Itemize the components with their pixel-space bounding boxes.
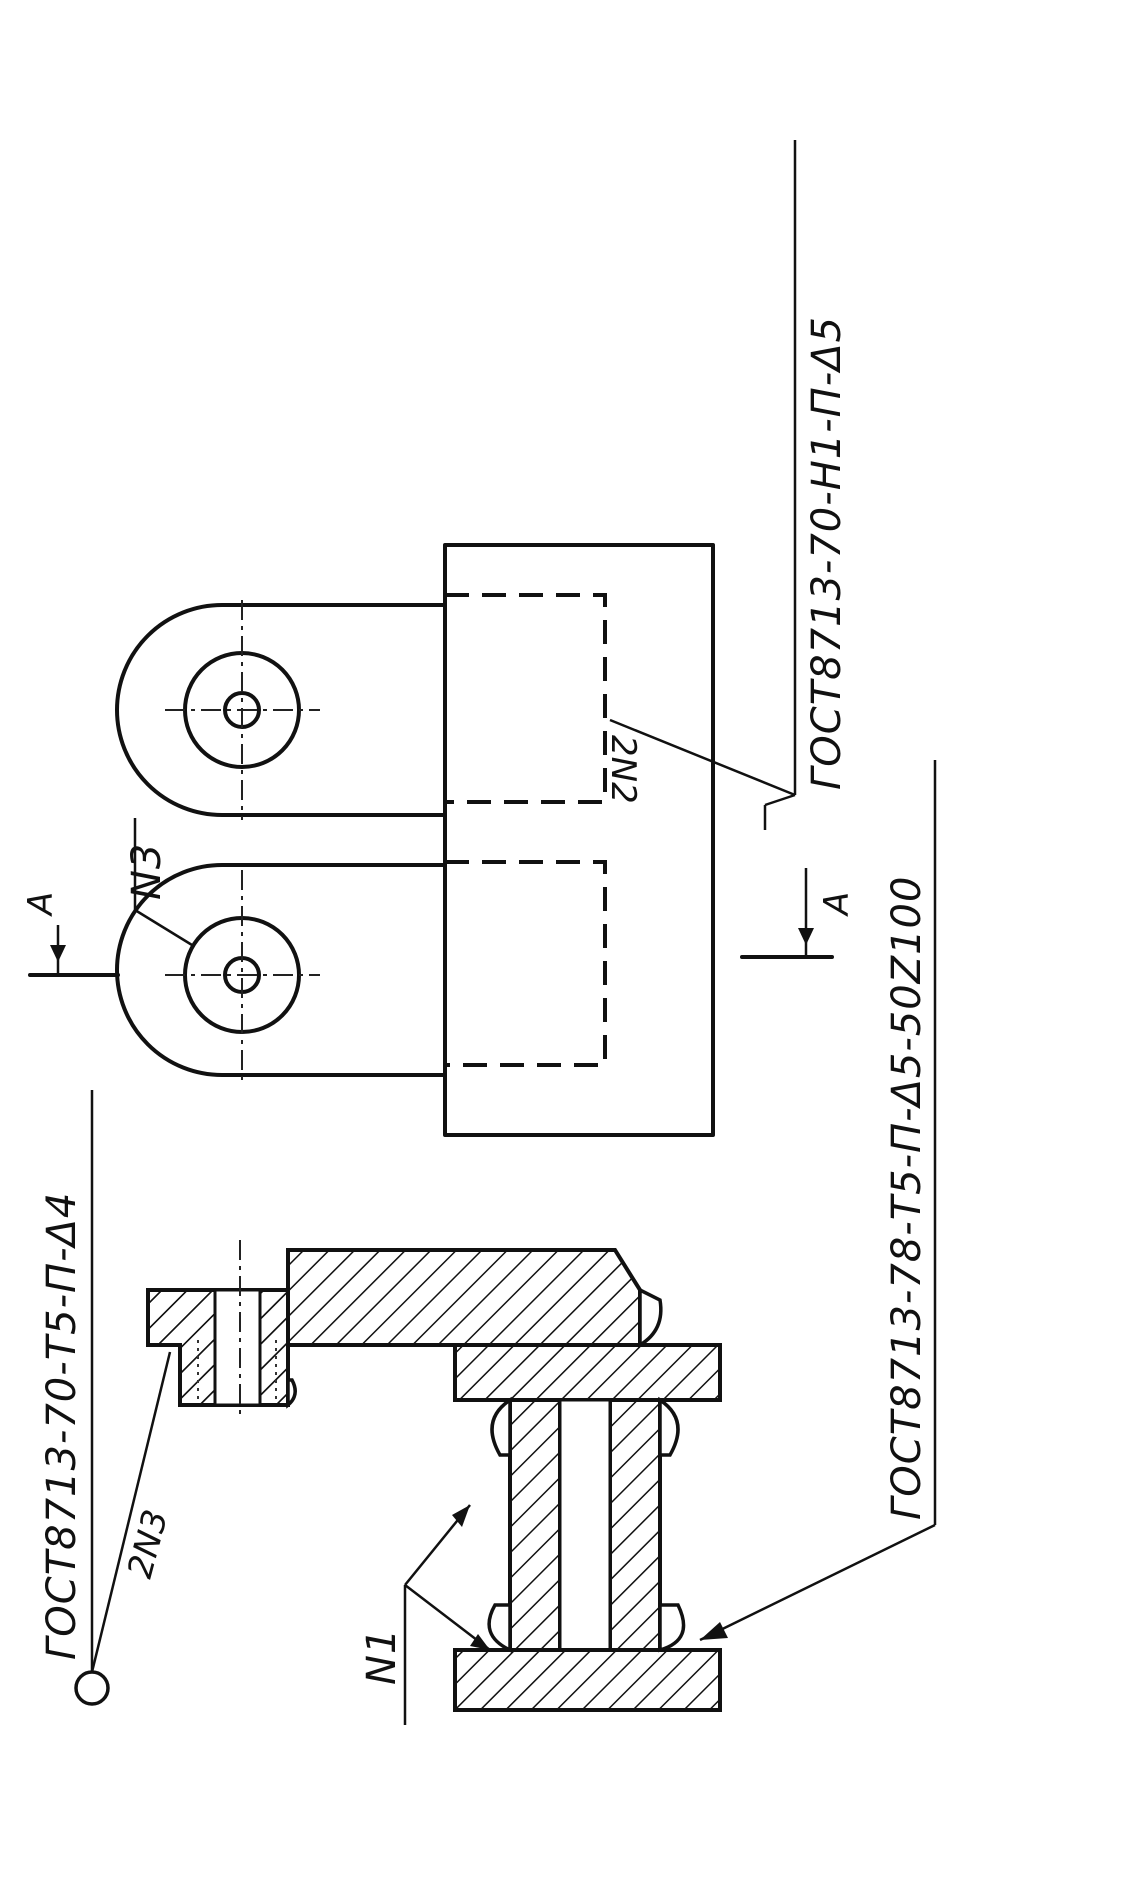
weld-bead-ear <box>286 1378 297 1409</box>
weld-n3-label: N3 <box>124 843 170 900</box>
weld-all-around-circle <box>74 1670 110 1706</box>
section-mark-top: А <box>21 892 120 977</box>
tube-left-wall <box>508 1398 562 1652</box>
right-weld-callout: 2N2 ГОСТ8713-70-Н1-П-Δ5 <box>603 140 850 830</box>
n3-callout: N3 <box>124 818 193 947</box>
left-weld-callout: ГОСТ8713-70-Т5-П-Δ4 2N3 <box>39 1090 176 1706</box>
n1-weld-callout: N1 <box>359 1504 491 1725</box>
weld-right-joint: 2N2 <box>603 735 643 804</box>
weld-bead-upper-left <box>490 1396 512 1457</box>
upper-flange <box>453 1343 722 1402</box>
base-plate-outline <box>443 543 715 1137</box>
weld-bead-upper-right <box>658 1396 680 1457</box>
section-mark-bottom: А <box>740 868 857 959</box>
section-a-top: А <box>21 892 61 917</box>
weld-right-spec: ГОСТ8713-70-Н1-П-Δ5 <box>804 316 850 790</box>
tube-right-wall <box>608 1398 662 1652</box>
tube-bore <box>558 1398 612 1652</box>
lug-top-outline <box>115 603 447 817</box>
weld-bead-lower-left <box>487 1603 512 1653</box>
weld-left-spec: ГОСТ8713-70-Т5-П-Δ4 <box>39 1192 85 1660</box>
section-a-bottom: А <box>817 892 857 917</box>
weld-n1-label: N1 <box>359 1628 405 1685</box>
lug-top-hidden <box>443 593 607 804</box>
weld-bead-plate <box>638 1287 663 1349</box>
section-view <box>146 1240 722 1712</box>
ear-hole <box>213 1288 262 1407</box>
lug-bottom-hidden <box>443 860 607 1067</box>
lower-flange <box>453 1648 722 1712</box>
weld-bead-lower-right <box>658 1603 686 1653</box>
front-view <box>115 543 715 1137</box>
lug-bottom-outline <box>115 863 447 1077</box>
weld-bottom-spec: ГОСТ8713-78-Т5-П-Δ5-50Z100 <box>884 876 930 1520</box>
bottom-weld-callout: ГОСТ8713-78-Т5-П-Δ5-50Z100 <box>699 760 937 1642</box>
